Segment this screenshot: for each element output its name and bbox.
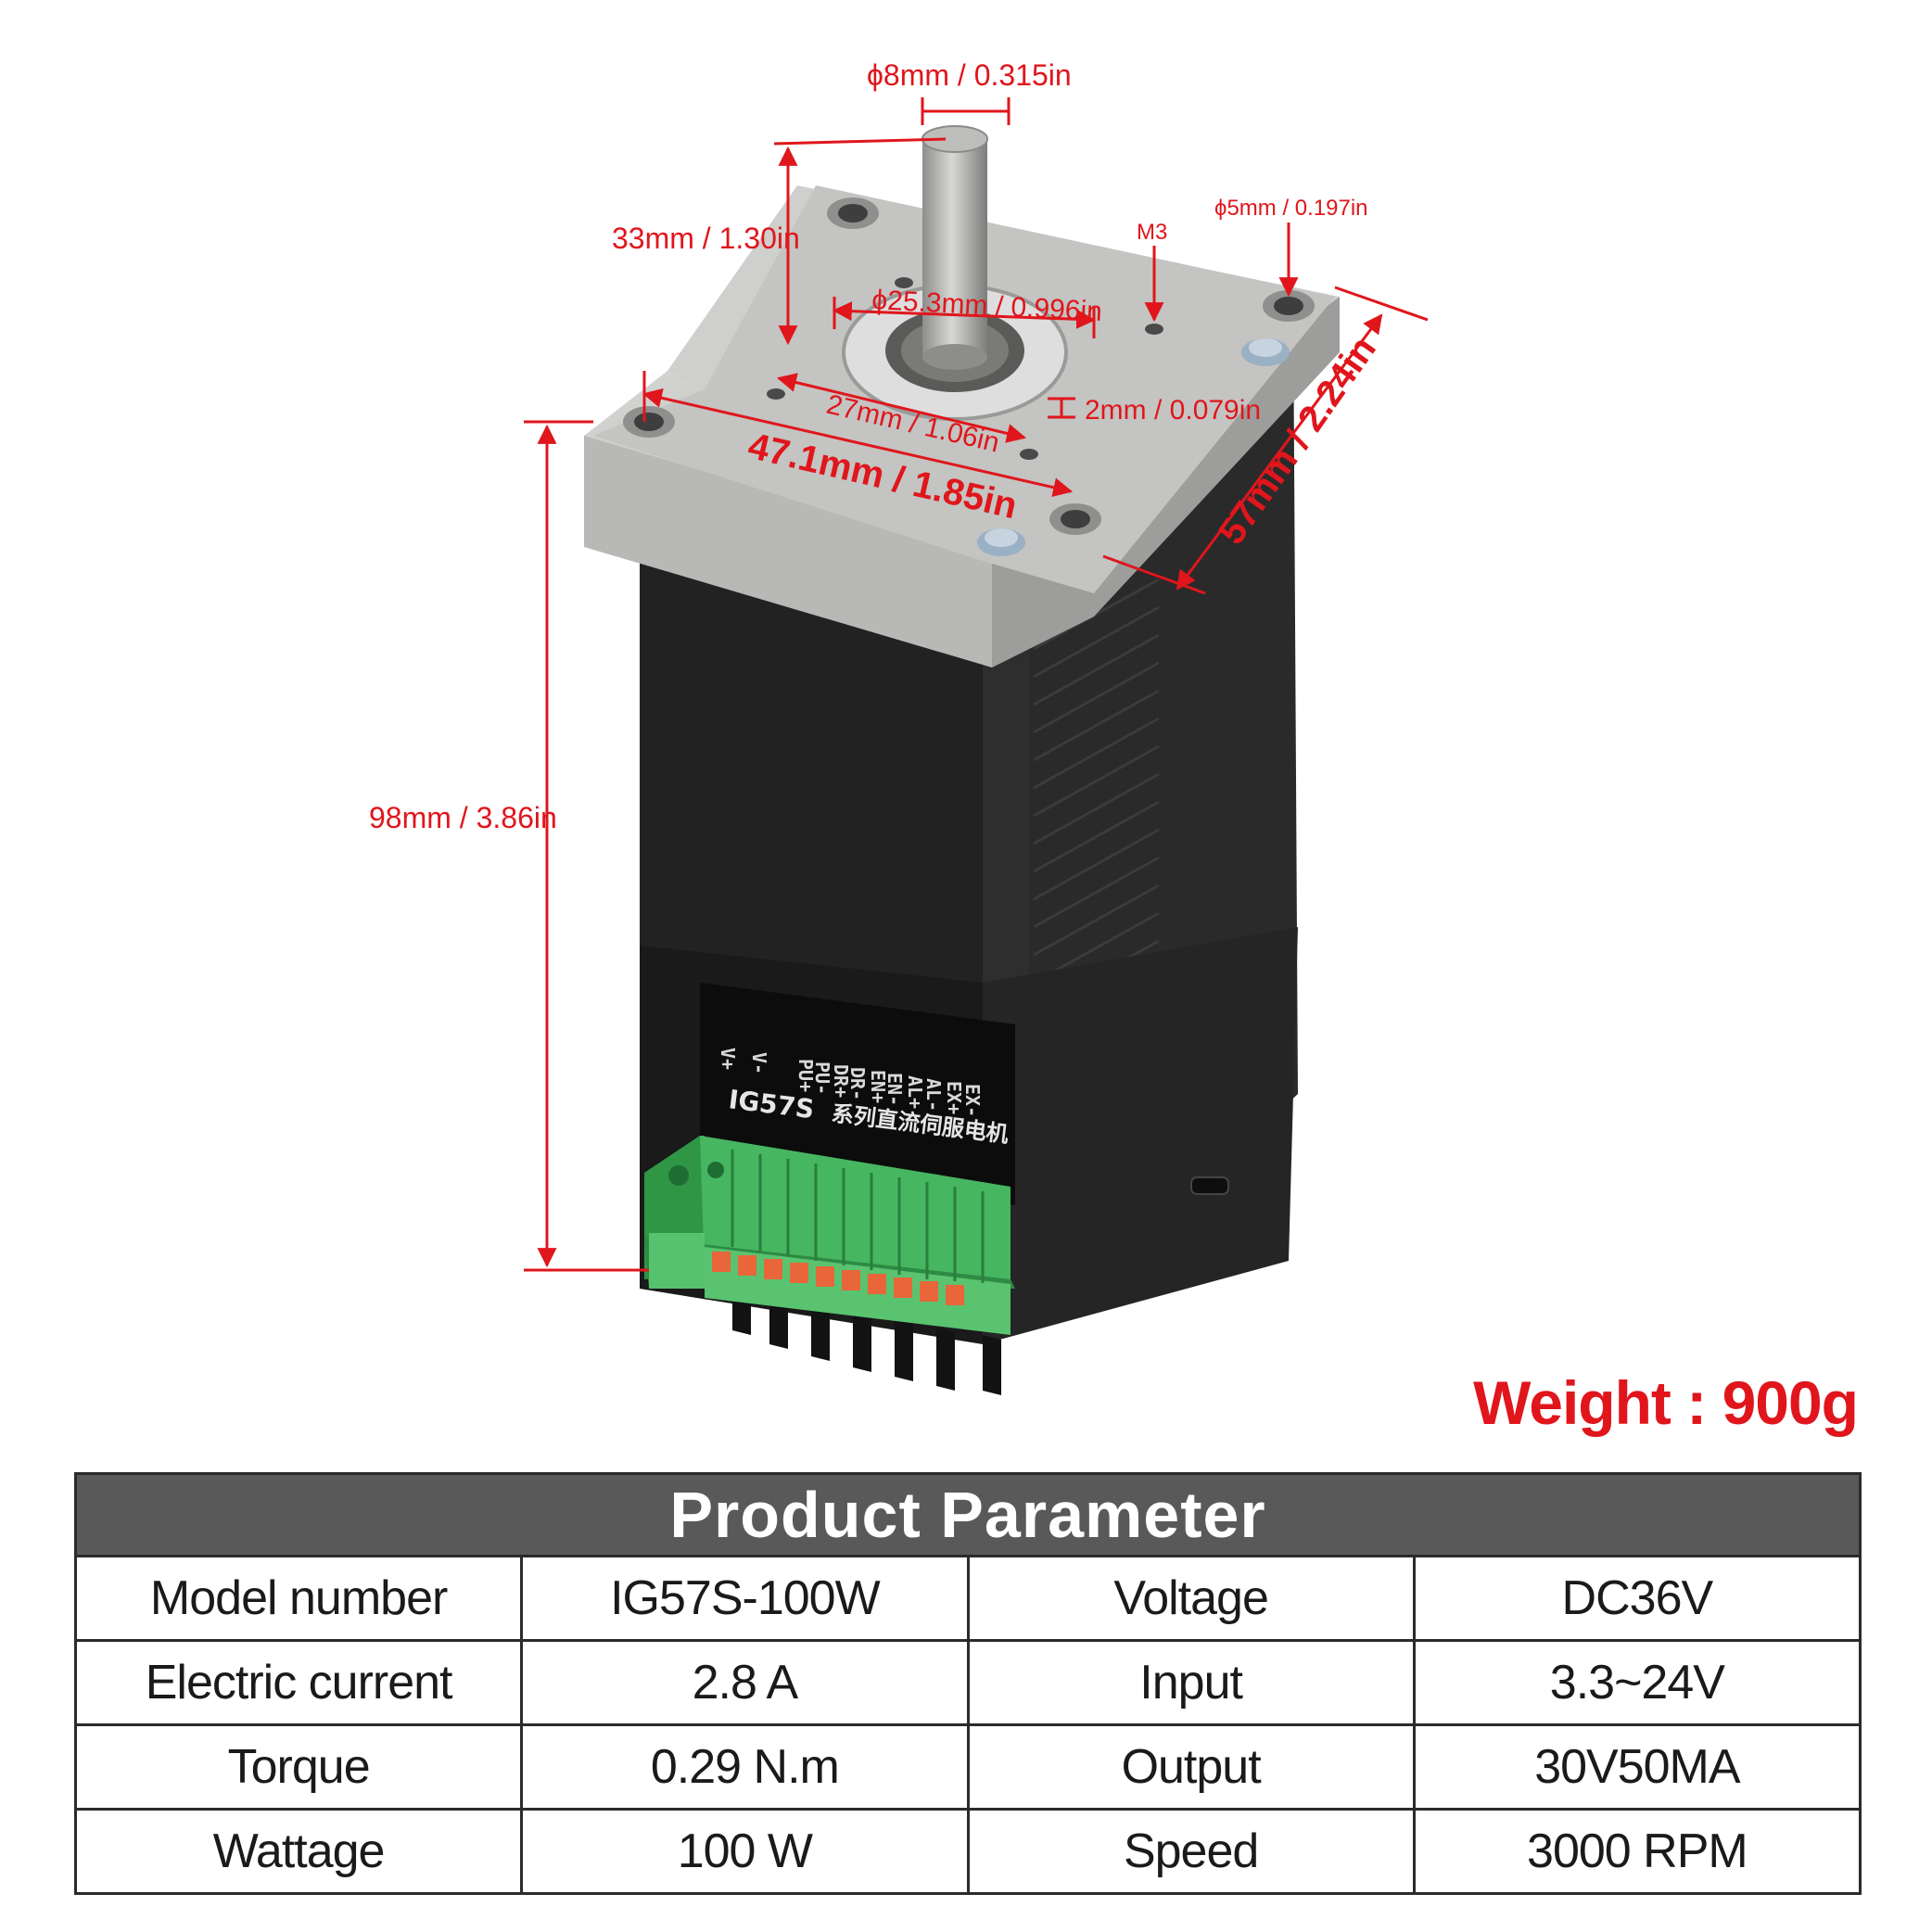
table-cell: 2.8 A — [523, 1642, 970, 1723]
table-cell: IG57S-100W — [523, 1557, 970, 1639]
table-cell: 30V50MA — [1534, 1740, 1740, 1794]
pin-label: EN- — [883, 1073, 906, 1106]
body-length-label: 98mm / 3.86in — [369, 801, 557, 834]
pin-label: DR- — [846, 1067, 869, 1100]
table-cell: 3000 RPM — [1527, 1824, 1748, 1878]
motor-figure: V+ V- PU+ PU- DR+ DR- EN+ EN- AL+ AL- EX… — [369, 58, 1429, 1395]
table-cell: DC36V — [1561, 1571, 1714, 1625]
screw — [977, 528, 1025, 556]
pin-label: V+ — [717, 1048, 739, 1070]
screw — [1241, 338, 1290, 366]
table-cell: 100 W — [523, 1811, 970, 1892]
side-port — [1190, 1176, 1229, 1195]
weight-label: Weight : 900g — [1473, 1368, 1859, 1437]
pin-label: PU+ — [794, 1059, 817, 1092]
pin-label: V- — [748, 1052, 770, 1074]
shaft-diameter-label: ϕ8mm / 0.315in — [867, 58, 1072, 92]
table-cell: Torque — [77, 1726, 524, 1808]
thread-label: M3 — [1137, 220, 1167, 245]
table-cell: 3.3~24V — [1549, 1656, 1725, 1710]
table-title: Product Parameter — [77, 1475, 1859, 1557]
table-row: Model number IG57S-100W Voltage DC36V — [77, 1557, 1859, 1642]
hub-height-label: 2mm / 0.079in — [1085, 395, 1261, 426]
shaft-length-label: 33mm / 1.30in — [612, 222, 800, 255]
table-cell: Electric current — [77, 1642, 524, 1723]
pin-label: PU- — [811, 1061, 833, 1095]
table-cell: Wattage — [77, 1811, 524, 1892]
hole-diameter-label: ϕ5mm / 0.197in — [1214, 196, 1368, 221]
pin-label: EX+ — [943, 1081, 965, 1114]
pin-label: AL- — [922, 1078, 945, 1112]
pin-label: EN+ — [867, 1070, 889, 1103]
table-row: Electric current 2.8 A Input 3.3~24V — [77, 1642, 1859, 1726]
pin-label: AL+ — [904, 1075, 926, 1109]
terminal-release-tabs — [712, 1252, 964, 1305]
table-cell: Output — [970, 1726, 1416, 1808]
table-cell: 0.29 N.m — [523, 1726, 970, 1808]
pin-label: EX- — [961, 1084, 984, 1117]
table-cell: Speed — [970, 1811, 1416, 1892]
table-cell: Voltage — [970, 1557, 1416, 1639]
table-cell: Model number — [77, 1557, 524, 1639]
product-parameter-table: Product Parameter Model number IG57S-100… — [74, 1472, 1862, 1895]
terminal-block — [644, 1136, 1015, 1335]
pin-label: DR+ — [830, 1064, 852, 1098]
table-cell: Input — [970, 1642, 1416, 1723]
motor-shaft — [922, 125, 988, 370]
table-row: Torque 0.29 N.m Output 30V50MA — [77, 1726, 1859, 1811]
table-row: Wattage 100 W Speed 3000 RPM — [77, 1811, 1859, 1892]
